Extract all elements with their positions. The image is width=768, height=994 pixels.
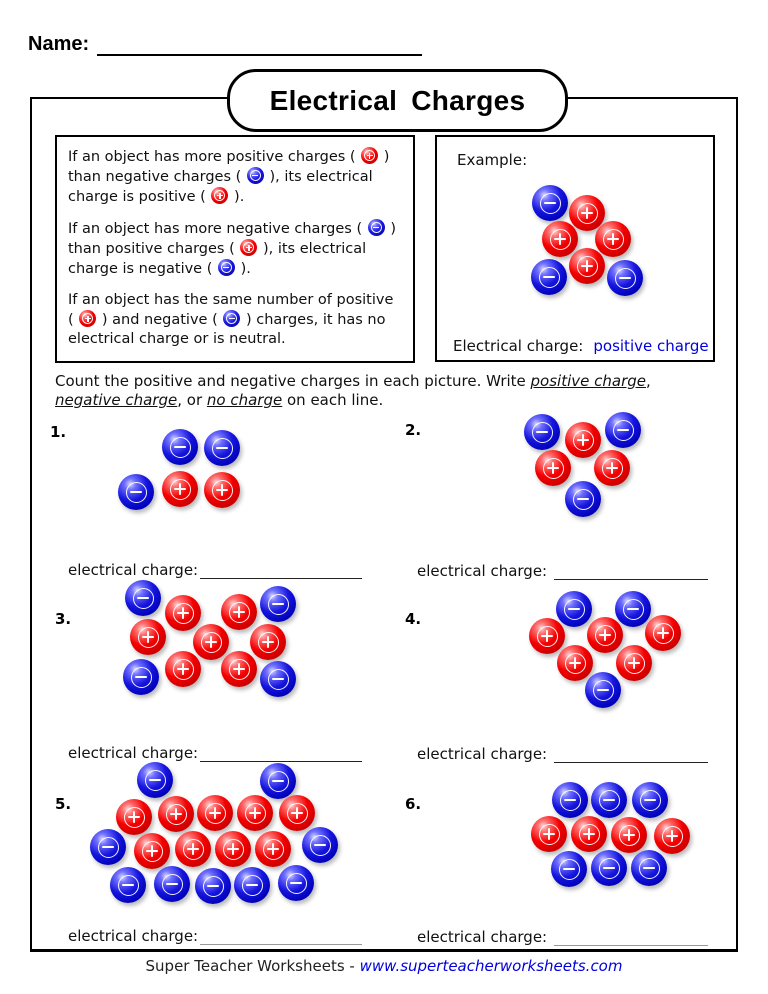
problem-2-answer-row: electrical charge: [417,562,709,580]
problem-3-number: 3. [55,610,72,628]
footer-link[interactable]: www.superteacherworksheets.com [359,957,623,975]
problem-1-number: 1. [50,423,67,441]
problem-6-number: 6. [405,795,422,813]
name-row: Name: [28,33,423,56]
problem-1-answer-row: electrical charge: [68,561,363,579]
problem-6-answer-label: electrical charge: [417,928,548,946]
problem-5-answer-blank [200,928,363,945]
rule-paragraph-1: If an object has more positive charges (… [68,147,390,205]
problem-6-answer-blank [554,929,709,946]
problem-4-answer-label: electrical charge: [417,745,548,763]
problem-5-answer-row: electrical charge: [68,927,363,945]
positive-charge-icon [211,187,229,204]
page-title: Electrical Charges [269,84,526,116]
problem-3-answer-blank [200,745,363,762]
rule-paragraph-3: If an object has the same number of posi… [68,292,394,347]
problem-4-answer-row: electrical charge: [417,745,709,763]
positive-charge-icon [361,147,379,164]
example-label: Example: [457,151,528,169]
example-answer-label: Electrical charge: [453,337,584,355]
positive-charge-icon [79,310,97,327]
problem-3-answer-row: electrical charge: [68,744,363,762]
negative-charge-icon [367,219,385,236]
problem-3-answer-label: electrical charge: [68,744,199,762]
problem-1-answer-label: electrical charge: [68,561,199,579]
problem-1-answer-blank [200,562,363,579]
name-blank-line [97,33,423,56]
title-bubble: Electrical Charges [227,69,568,132]
problem-4-answer-blank [554,746,709,763]
problem-6-answer-row: electrical charge: [417,928,709,946]
rule-paragraph-2: If an object has more negative charges (… [68,219,396,277]
example-answer-value: positive charge [593,337,709,355]
problem-4-number: 4. [405,610,422,628]
example-box: Example: Electrical charge: positive char… [435,135,715,362]
rules-box: If an object has more positive charges (… [55,135,415,363]
negative-charge-icon [223,310,241,327]
negative-charge-icon [217,259,235,276]
problem-2-answer-blank [554,563,709,580]
problem-2-number: 2. [405,421,422,439]
instructions-text: Count the positive and negative charges … [55,372,651,409]
name-label: Name: [28,33,90,55]
footer: Super Teacher Worksheets - www.superteac… [0,957,768,975]
negative-charge-icon [246,167,264,184]
example-answer-row: Electrical charge: positive charge [453,337,709,355]
problem-5-answer-label: electrical charge: [68,927,199,945]
footer-text: Super Teacher Worksheets - [145,957,360,975]
positive-charge-icon [240,239,258,256]
problem-2-answer-label: electrical charge: [417,562,548,580]
problem-5-number: 5. [55,795,72,813]
